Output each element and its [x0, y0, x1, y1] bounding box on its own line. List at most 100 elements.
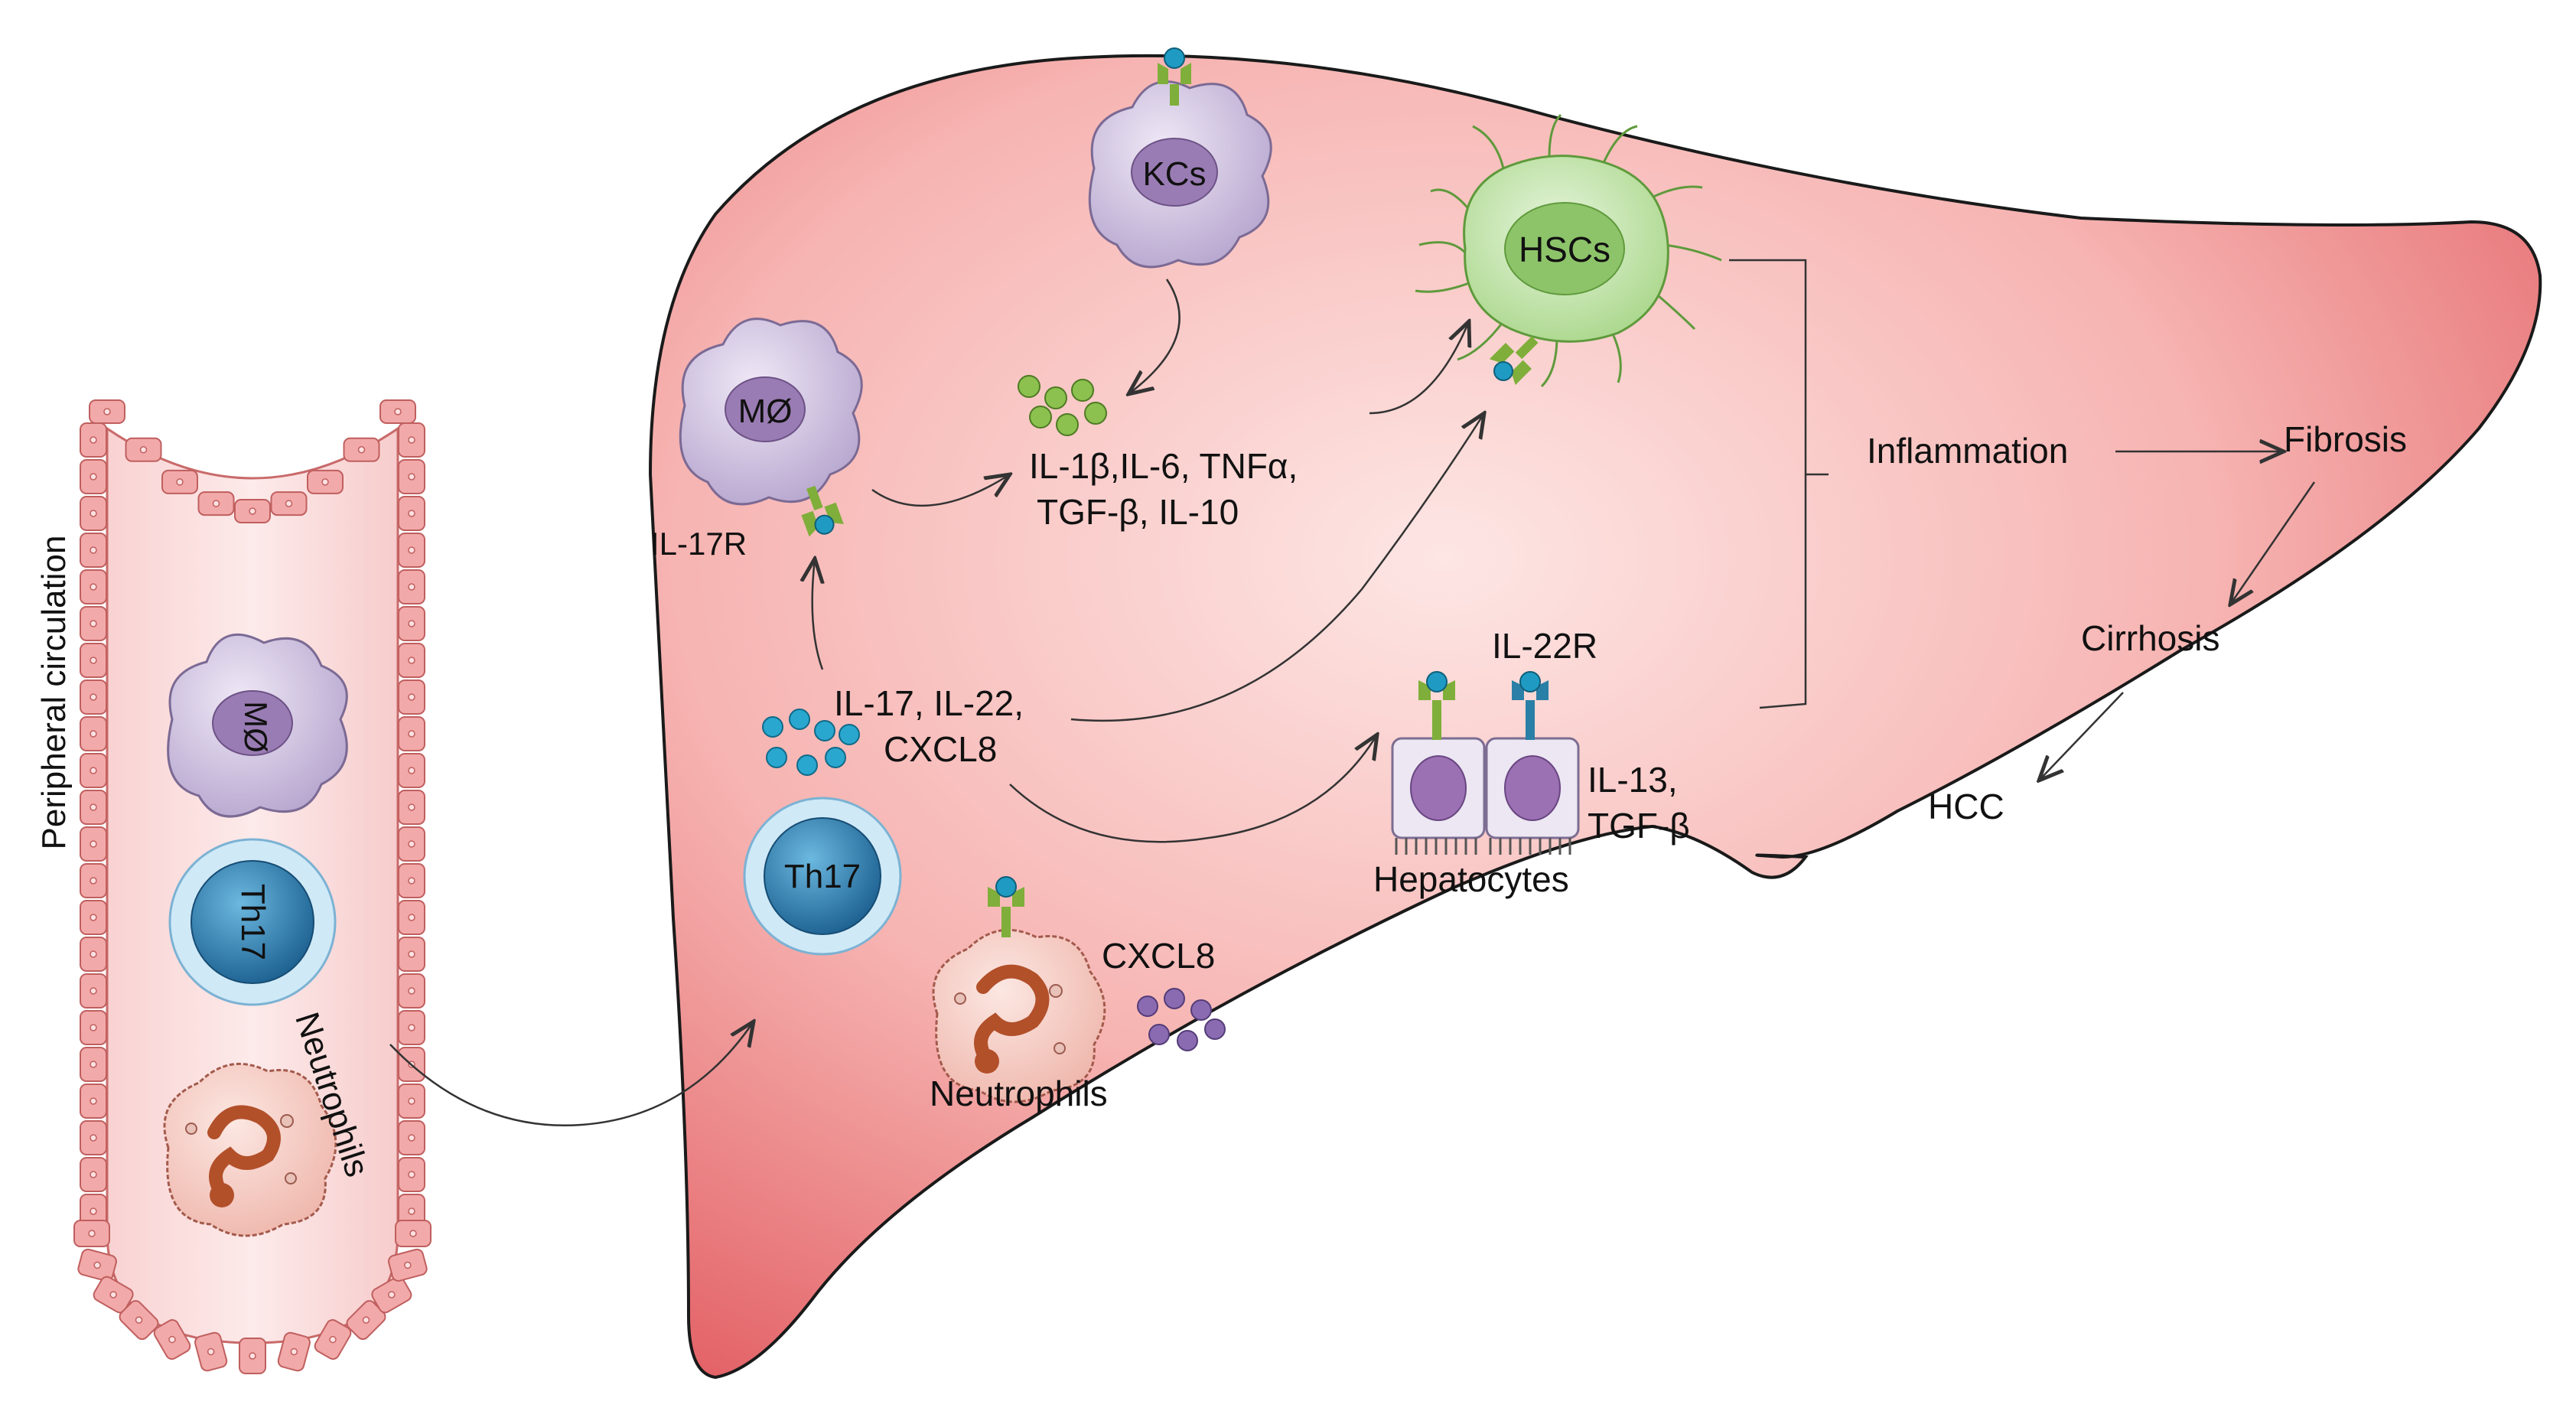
vessel-wall-cell-nucleus	[90, 473, 97, 481]
vessel-wall-cell-nucleus	[408, 1097, 415, 1105]
arrow-th17-to-hepatocytes	[1009, 735, 1377, 843]
liver-neutrophil	[932, 928, 1106, 1103]
arrow-macrophage-to-cytokines	[871, 474, 1010, 507]
hepatocytes-label: Hepatocytes	[1373, 859, 1569, 899]
kupffer-cell: KCs	[1088, 80, 1272, 269]
th17-cytokines-line1: IL-17, IL-22,	[834, 683, 1024, 723]
inflammation-label: Inflammation	[1867, 431, 2068, 471]
hepatocyte-cell	[1485, 737, 1580, 855]
cirrhosis-label: Cirrhosis	[2081, 618, 2219, 658]
arrow-vessel-to-liver	[389, 1022, 754, 1126]
vessel-wall-cell-nucleus	[408, 767, 415, 774]
vessel-wall-cell-nucleus	[135, 1316, 143, 1324]
vessel-wall-cell-nucleus	[408, 950, 415, 958]
th17-cytokines-line2: CXCL8	[884, 729, 997, 769]
il22r-label: IL-22R	[1492, 626, 1597, 666]
liver-th17: Th17	[743, 797, 902, 956]
vessel-wall-cell-nucleus	[90, 583, 97, 591]
vessel-wall-cell-nucleus	[408, 877, 415, 885]
liver-macrophage-label: MØ	[738, 393, 793, 430]
arrow-kc-to-cytokines	[1128, 279, 1181, 394]
arrow-th17-to-il17r	[813, 559, 822, 670]
vessel-wall-cell-nucleus	[90, 1207, 97, 1215]
kupffer-label: KCs	[1142, 155, 1206, 193]
vessel-wall-cell-nucleus	[388, 1291, 396, 1299]
cytokine-dots-purple	[1137, 988, 1226, 1051]
vessel-wall-cell-nucleus	[90, 877, 97, 885]
hsc-receptor-icon	[1489, 336, 1539, 386]
liver-th17-label: Th17	[784, 858, 861, 895]
vessel-wall-cell-nucleus	[408, 1171, 415, 1178]
vessel-wall-cell-nucleus	[394, 408, 402, 415]
hepatocytes	[1391, 737, 1580, 855]
vessel-wall-cell-nucleus	[90, 914, 97, 921]
neutrophil-receptor-icon	[988, 876, 1024, 937]
vessel-wall-cell-nucleus	[408, 803, 415, 811]
hsc-label: HSCs	[1519, 230, 1610, 269]
vessel-wall-cell-nucleus	[90, 1134, 97, 1142]
vessel-wall-cell-nucleus	[139, 445, 148, 454]
arrow-cytokines-to-hsc	[1369, 321, 1469, 415]
vessel-wall-cell-nucleus	[408, 1207, 415, 1215]
vessel-wall-cell-nucleus	[90, 546, 97, 554]
il17r-receptor-icon	[801, 485, 844, 537]
fibrosis-label: Fibrosis	[2284, 419, 2407, 459]
hepatocyte-output-line2: TGF-β	[1588, 806, 1690, 846]
vessel-wall-cell-nucleus	[90, 840, 97, 848]
macrophage-cytokines-line1: IL-1β,IL-6, TNFα,	[1029, 446, 1298, 486]
vessel-wall-cell-nucleus	[90, 987, 97, 995]
arrow-fibrosis-to-cirrhosis	[2230, 481, 2316, 604]
vessel-neutrophil	[163, 1062, 337, 1237]
arrow-cirrhosis-to-hcc	[2039, 692, 2124, 780]
vessel-wall-cell-nucleus	[90, 510, 97, 517]
macrophage-cytokines-line2: TGF-β, IL-10	[1037, 492, 1239, 532]
vessel-wall-cell-nucleus	[408, 693, 415, 701]
vessel-wall-cell-nucleus	[90, 1024, 97, 1031]
vessel-wall-cell-nucleus	[408, 657, 415, 664]
kupffer-receptor-icon	[1158, 47, 1191, 106]
liver-macrophage: MØ	[679, 318, 863, 506]
vessel-wall-cell-nucleus	[408, 510, 415, 517]
il22r-receptor-icon	[1418, 671, 1455, 740]
hepatic-stellate-cell: HSCs	[1415, 113, 1722, 388]
hcc-label: HCC	[1928, 787, 2004, 826]
vessel-wall-cell-nucleus	[90, 620, 97, 627]
vessel-wall-cell-nucleus	[408, 1134, 415, 1142]
arrow-th17-to-hsc	[1070, 413, 1484, 722]
arrows	[389, 259, 2316, 1126]
vessel-wall-cell-nucleus	[285, 500, 293, 507]
vessel-wall-cell-nucleus	[408, 436, 415, 444]
vessel-wall-cell-nucleus	[90, 767, 97, 774]
vessel-wall-cell-nucleus	[408, 473, 415, 481]
vessel-wall-cell-nucleus	[103, 408, 111, 415]
vessel-wall-cell-nucleus	[90, 1097, 97, 1105]
vessel-wall-cell-nucleus	[88, 1230, 96, 1237]
vessel-wall-cell-nucleus	[90, 803, 97, 811]
vessel-wall-cell-nucleus	[362, 1316, 370, 1324]
vessel-wall-cells	[73, 399, 432, 1374]
vessel-macrophage: MØ	[167, 633, 348, 818]
cytokine-dots-green	[1018, 375, 1107, 436]
vessel-wall-cell-nucleus	[93, 1261, 101, 1269]
vessel-wall-cell-nucleus	[290, 1347, 298, 1356]
vessel-wall-cell-nucleus	[329, 1335, 337, 1344]
vessel-wall-cell-nucleus	[408, 840, 415, 848]
vessel-wall-cell-nucleus	[321, 478, 329, 486]
vessel-wall-cell-nucleus	[249, 507, 256, 515]
hsc-ligand-icon	[1493, 361, 1513, 381]
il17r-label: IL-17R	[650, 526, 747, 562]
vessel-wall-cell-nucleus	[90, 950, 97, 958]
vessel-wall-cell-nucleus	[408, 583, 415, 591]
vessel-macrophage-label: MØ	[238, 701, 274, 753]
vessel-wall-cell-nucleus	[168, 1335, 176, 1344]
vessel-wall-cell-nucleus	[408, 730, 415, 738]
vessel-wall-cell-nucleus	[408, 620, 415, 627]
liver-shape	[648, 54, 2542, 1380]
vessel-wall-cell-nucleus	[90, 657, 97, 664]
vessel-wall-cell-nucleus	[90, 693, 97, 701]
vessel-wall-cell-nucleus	[207, 1347, 215, 1356]
vessel-wall-cell-nucleus	[90, 730, 97, 738]
il22r-receptor-icon	[1512, 671, 1549, 740]
vessel-wall-cell-nucleus	[409, 1230, 417, 1237]
